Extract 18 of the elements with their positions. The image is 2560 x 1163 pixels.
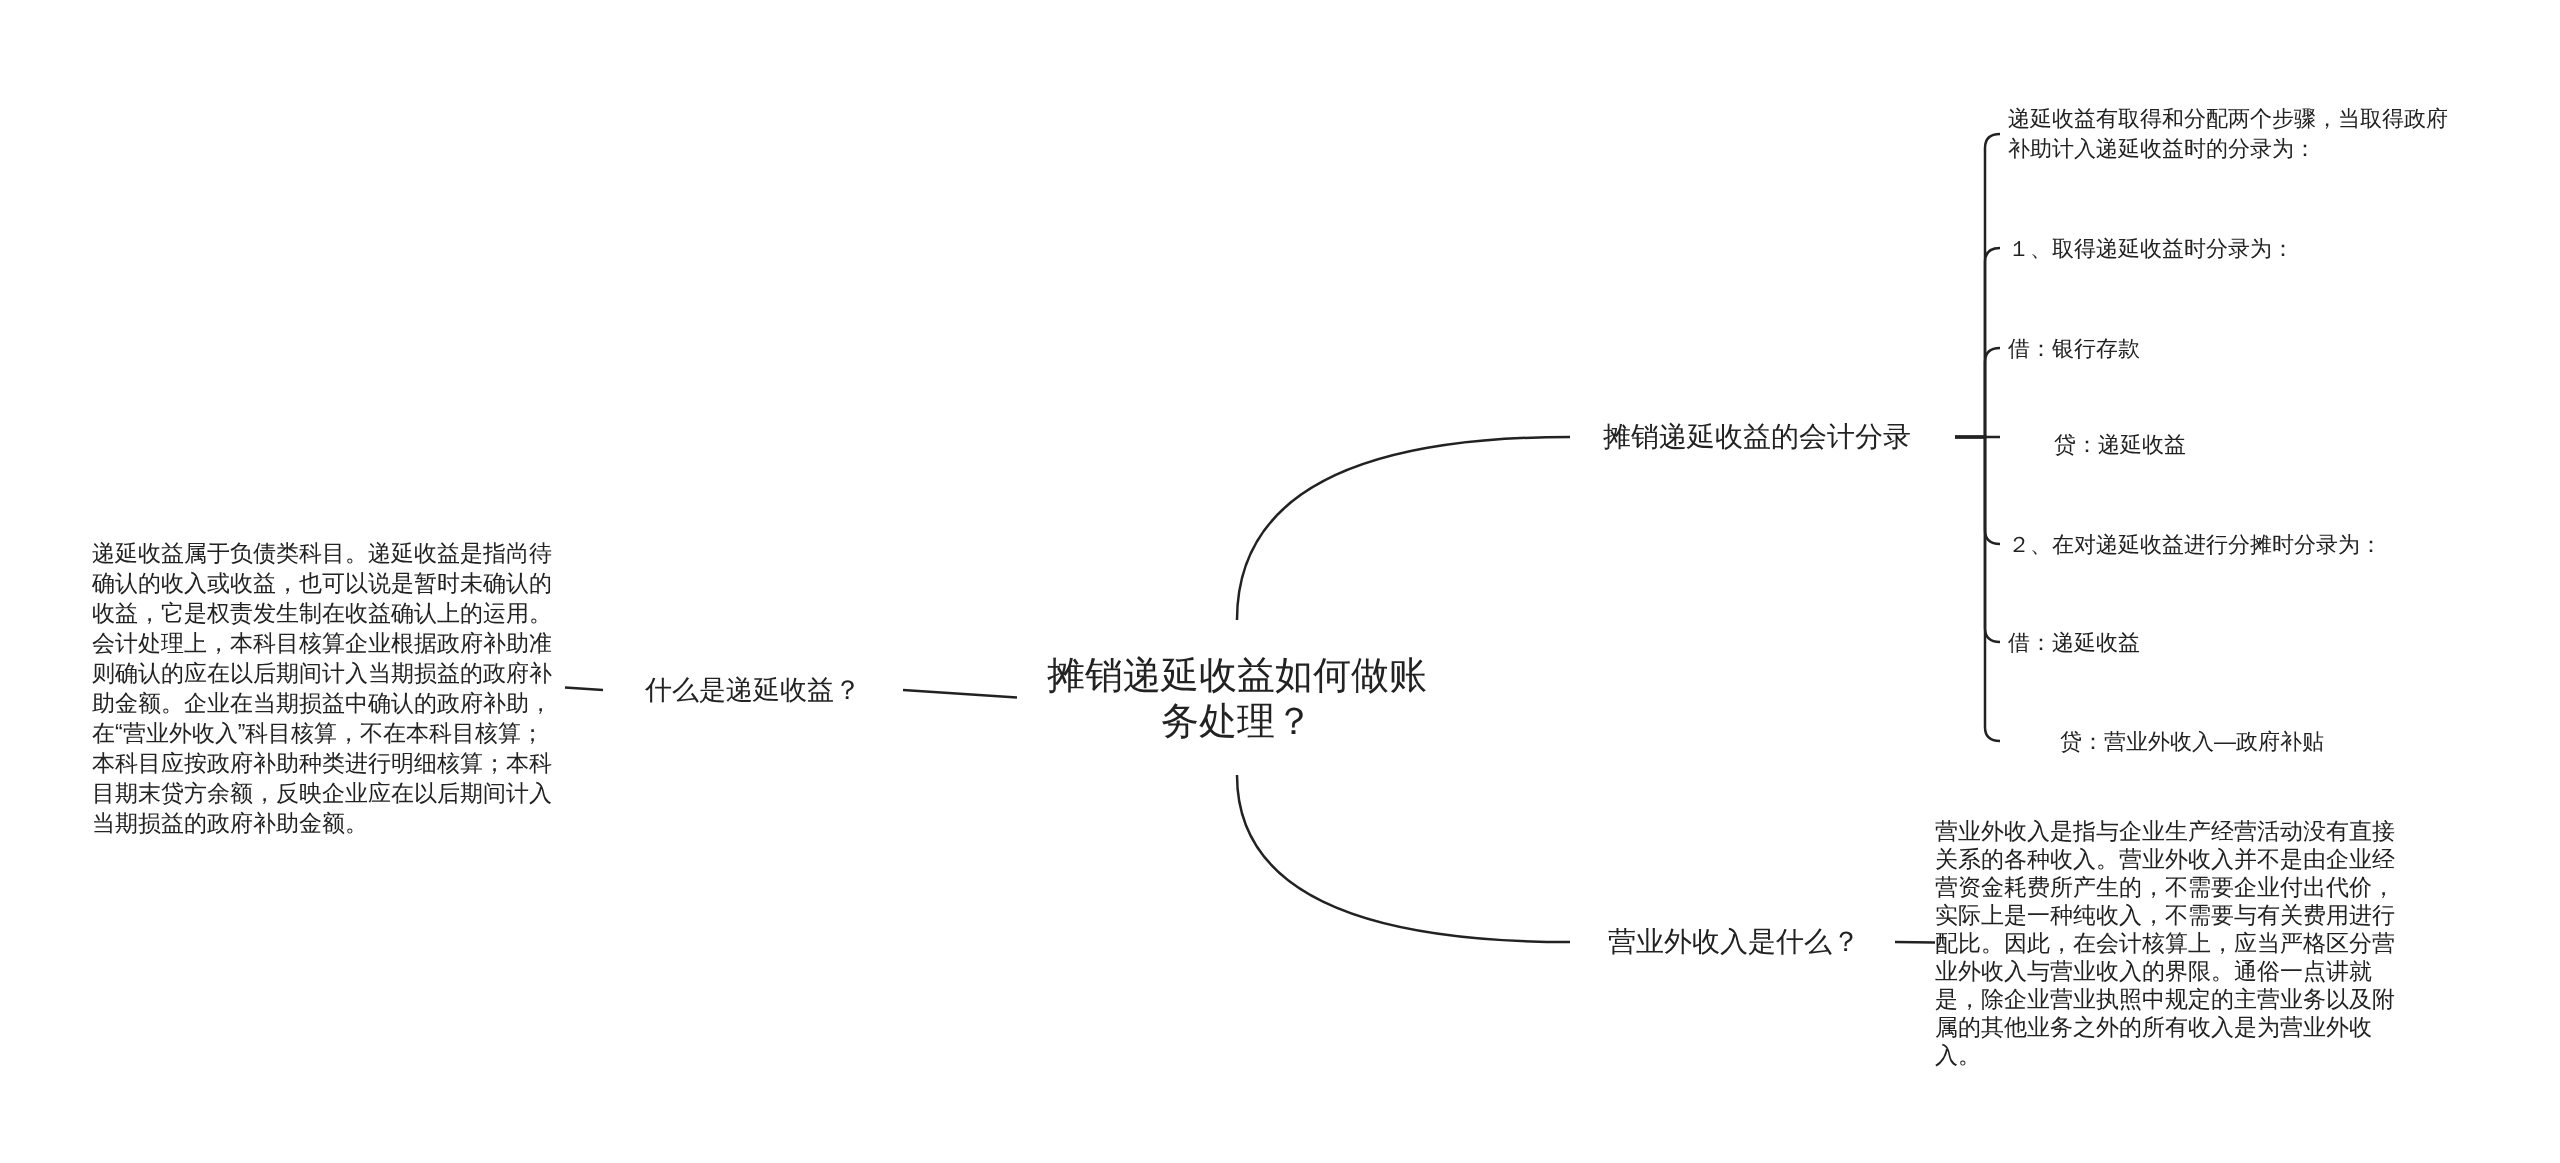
connector-line — [1235, 774, 1571, 944]
node-text: 借：银行存款 — [2008, 334, 2141, 363]
connector-line — [564, 686, 604, 692]
node-text: 营业外收入是指与企业生产经营活动没有直接关系的各种收入。营业外收入并不是由企业经营资金耗费所产生的，不需要企业付出代价，实际上是一种纯收入，不需要与有关费用进行配比。因此，在会计核算上，应当严格区分营业外收入与营业收入的界限。通俗一点讲就是，除企业营业执照中规定的主营业务以及附属的其他业务之外的所有收入是为营业外收入。 — [1935, 816, 2396, 1069]
connector-line — [1235, 435, 1571, 621]
node-text: 营业外收入是什么？ — [1608, 925, 1861, 959]
node-text: 什么是递延收益？ — [644, 673, 862, 707]
node-text: ２、在对递延收益进行分摊时分录为： — [2008, 530, 2383, 559]
connector-line — [902, 688, 1018, 699]
node-text: 递延收益有取得和分配两个步骤，当取得政府补助计入递延收益时的分录为： — [2008, 105, 2449, 163]
node-text: 摊销递延收益如何做账务处理？ — [1046, 652, 1428, 744]
node-text: 贷：营业外收入—政府补贴 — [2060, 727, 2325, 756]
node-text: 摊销递延收益的会计分录 — [1603, 420, 1912, 454]
node-text: 递延收益属于负债类科目。递延收益是指尚待确认的收入或收益，也可以说是暂时未确认的收益，它是权责发生制在收益确认上的运用。会计处理上，本科目核算企业根据政府补助准则确认的应在以后期间计入当期损益的政府补助金额。企业在当期损益中确认的政府补助，在“营业外收入”科目核算，不在本科目核算；本科目应按政府补助种类进行明细核算；本科目期末贷方余额，反映企业应在以后期间计入当期损益的政府补助金额。 — [92, 538, 553, 838]
node-text: 贷：递延收益 — [2054, 430, 2187, 459]
node-text: 借：递延收益 — [2008, 628, 2141, 657]
node-text: １、取得递延收益时分录为： — [2008, 234, 2295, 263]
connector-line — [1895, 940, 1935, 944]
